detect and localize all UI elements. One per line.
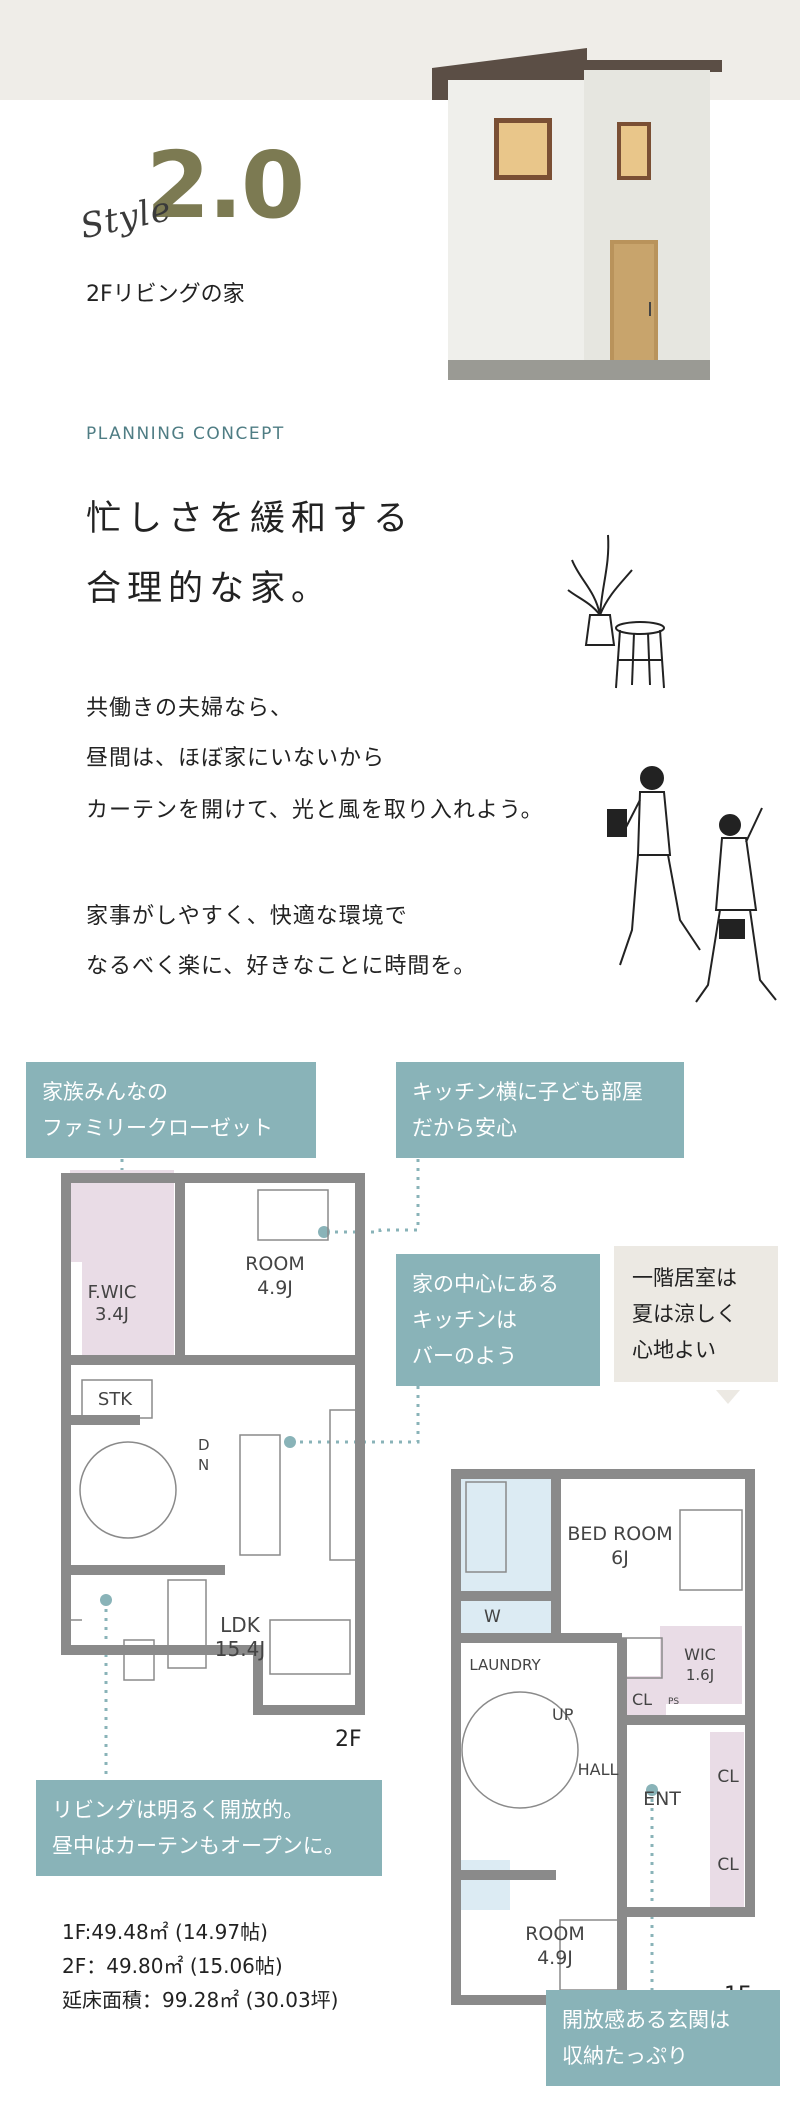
callout-line: 一階居室は (632, 1266, 737, 1290)
concept-label: PLANNING CONCEPT (86, 424, 285, 444)
callout-line: ファミリークローゼット (42, 1116, 273, 1140)
callout-line: キッチン横に子ども部屋 (412, 1080, 643, 1104)
body-line-5: なるべく楽に、好きなことに時間を。 (86, 954, 477, 979)
style-number: 2.0 (146, 132, 305, 239)
area-1f: 1F:49.48㎡ (14.97帖) (62, 1920, 268, 1944)
callout-line: キッチンは (412, 1308, 517, 1332)
area-total: 延床面積：99.28㎡ (30.03坪) (62, 1988, 339, 2012)
callout-line: リビングは明るく開放的。 (52, 1798, 304, 1822)
callout-line: 収納たっぷり (562, 2044, 688, 2068)
headline-line-2: 合理的な家。 (86, 569, 333, 609)
page-subtitle: 2Fリビングの家 (86, 282, 245, 307)
callout-bedroom: 一階居室は 夏は涼しく 心地よい (614, 1246, 778, 1382)
callout-line: 昼中はカーテンもオープンに。 (52, 1834, 345, 1858)
callout-kids-room: キッチン横に子ども部屋 だから安心 (396, 1062, 684, 1158)
plant-stool-illustration (567, 534, 665, 689)
floor-2f-plan (61, 1170, 365, 1715)
callout-living: リビングは明るく開放的。 昼中はカーテンもオープンに。 (36, 1780, 382, 1876)
body-line-1: 共働きの夫婦なら、 (86, 696, 294, 721)
body-line-4: 家事がしやすく、快適な環境で (86, 904, 408, 929)
callout-line: 家の中心にある (412, 1272, 559, 1296)
callout-line: 夏は涼しく (632, 1302, 737, 1326)
callout-family-closet: 家族みんなの ファミリークローゼット (26, 1062, 316, 1158)
callout-line: 家族みんなの (42, 1080, 168, 1104)
callout-line: だから安心 (412, 1116, 517, 1140)
callout-line: 開放感ある玄関は (562, 2008, 730, 2032)
callout-bedroom-pointer (716, 1390, 740, 1404)
callout-entrance: 開放感ある玄関は 収納たっぷり (546, 1990, 780, 2086)
callout-line: 心地よい (632, 1338, 716, 1362)
couple-illustration (607, 766, 777, 1003)
body-line-3: カーテンを開けて、光と風を取り入れよう。 (86, 798, 544, 823)
house-illustration (432, 48, 722, 380)
body-line-2: 昼間は、ほぼ家にいないから (86, 746, 386, 771)
floor-plans (61, 1150, 755, 2015)
callout-line: バーのよう (412, 1344, 517, 1368)
callout-kitchen: 家の中心にある キッチンは バーのよう (396, 1254, 600, 1386)
headline-line-1: 忙しさを緩和する (86, 499, 415, 539)
area-2f: 2F：49.80㎡ (15.06帖) (62, 1954, 283, 1978)
floor-1f-plan (451, 1469, 755, 2005)
